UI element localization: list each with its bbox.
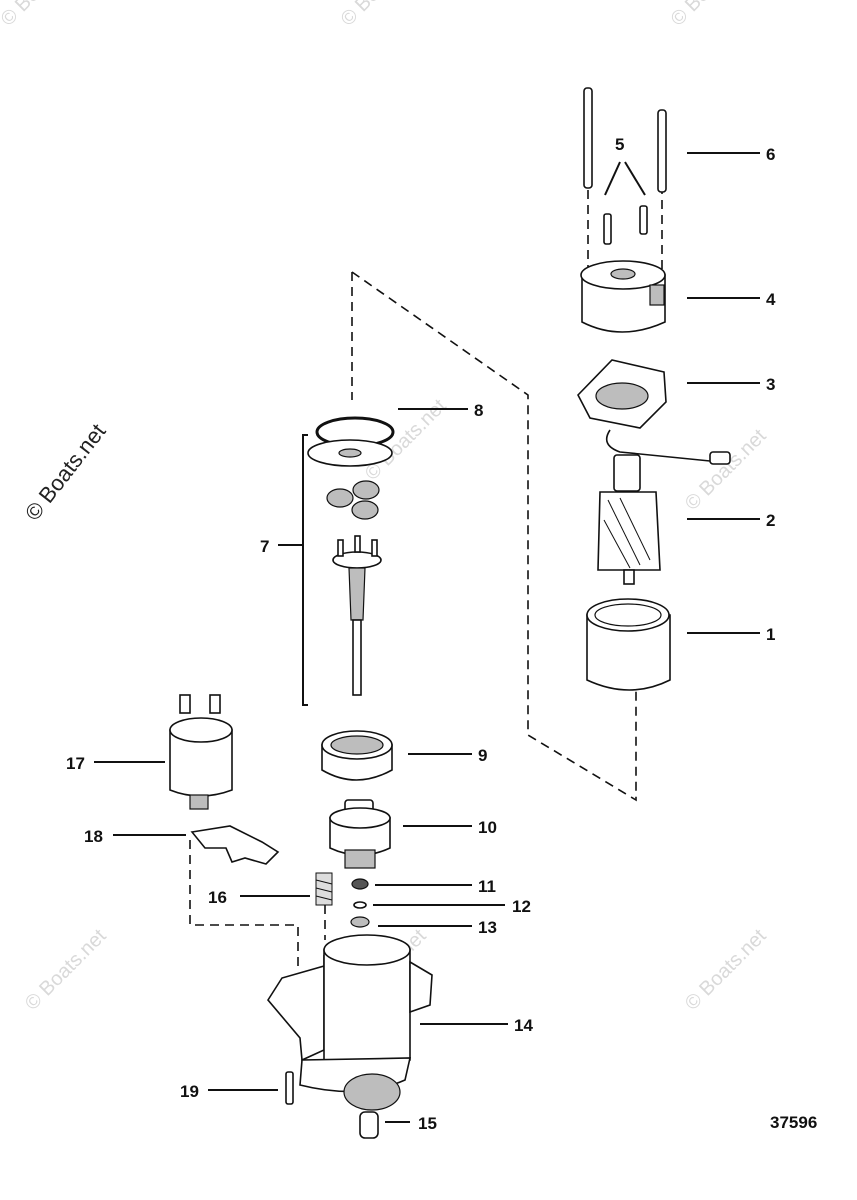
assembly-line bbox=[351, 271, 637, 802]
gear-washer-hole bbox=[338, 448, 362, 458]
solenoid-terminal bbox=[179, 694, 191, 714]
part-drive-assembly bbox=[329, 799, 391, 869]
end-cap-hub bbox=[610, 268, 636, 280]
ring-gear-bore bbox=[330, 735, 384, 755]
part-shift-lever bbox=[190, 825, 280, 865]
drive-pinion bbox=[344, 849, 376, 869]
part-ring-12 bbox=[353, 901, 367, 909]
armature-winding bbox=[607, 499, 641, 566]
end-cap-body bbox=[581, 274, 666, 333]
helical-shaft bbox=[348, 567, 366, 621]
housing-body bbox=[323, 949, 411, 1071]
spring-coil bbox=[315, 879, 333, 885]
brush-plate-center bbox=[595, 382, 649, 410]
planet-gear bbox=[351, 500, 379, 520]
part-armature bbox=[597, 454, 661, 585]
callout-18: 18 bbox=[84, 827, 103, 846]
frame-body bbox=[586, 614, 671, 691]
part-spring bbox=[315, 872, 333, 906]
assembly-lines bbox=[189, 185, 663, 970]
brush-terminal bbox=[709, 451, 731, 465]
leader-line bbox=[624, 161, 646, 196]
housing-end bbox=[343, 1073, 401, 1111]
output-shaft bbox=[352, 619, 362, 696]
part-retainer-11 bbox=[351, 878, 369, 890]
screw bbox=[639, 205, 648, 235]
callout-16: 16 bbox=[208, 888, 227, 907]
through-bolt bbox=[583, 87, 593, 189]
through-bolt bbox=[657, 109, 667, 193]
part-solenoid bbox=[169, 694, 233, 810]
housing-top bbox=[323, 934, 411, 966]
part-through-bolts bbox=[583, 87, 667, 193]
callout-10: 10 bbox=[478, 818, 497, 837]
leader-line bbox=[604, 161, 621, 196]
leader-bracket bbox=[302, 434, 308, 706]
callout-6: 6 bbox=[766, 145, 775, 164]
watermark: © Boats.net bbox=[0, 0, 87, 31]
callout-11: 11 bbox=[478, 877, 496, 896]
carrier-pin bbox=[354, 535, 361, 553]
callout-8: 8 bbox=[474, 401, 483, 420]
screw bbox=[603, 213, 612, 245]
callout-17: 17 bbox=[66, 754, 85, 773]
callout-1: 1 bbox=[766, 625, 775, 644]
armature-core bbox=[597, 491, 661, 571]
part-ring-gear bbox=[321, 730, 393, 781]
callout-4: 4 bbox=[766, 290, 776, 309]
callout-13: 13 bbox=[478, 918, 497, 937]
spring-coil bbox=[315, 895, 333, 901]
part-frame bbox=[586, 598, 671, 691]
housing-flange bbox=[267, 955, 325, 1062]
callout-2: 2 bbox=[766, 511, 775, 530]
part-drive-housing bbox=[267, 934, 433, 1111]
end-cap-tab bbox=[649, 284, 665, 306]
leader-lines bbox=[94, 152, 760, 1123]
spring-coil bbox=[315, 887, 333, 893]
watermark: © Boats.net bbox=[681, 925, 771, 1015]
callout-5: 5 bbox=[615, 135, 624, 154]
callout-7: 7 bbox=[260, 537, 269, 556]
watermark: © Boats.net bbox=[681, 425, 771, 515]
callout-14: 14 bbox=[514, 1016, 533, 1035]
callout-3: 3 bbox=[766, 375, 775, 394]
part-bushing bbox=[359, 1111, 379, 1139]
armature-winding bbox=[619, 497, 651, 561]
carrier-pin bbox=[371, 539, 378, 557]
figure-id: 37596 bbox=[770, 1113, 817, 1132]
callout-labels: 6 5 4 3 2 1 8 7 9 10 11 12 13 14 15 16 1… bbox=[66, 135, 776, 1133]
callout-9: 9 bbox=[478, 746, 487, 765]
brush-lead bbox=[605, 429, 721, 463]
part-brush-plate bbox=[577, 359, 731, 465]
solenoid-terminal bbox=[209, 694, 221, 714]
planet-gear bbox=[326, 488, 354, 508]
watermark: © Boats.net bbox=[21, 925, 111, 1015]
solenoid-cap bbox=[169, 717, 233, 743]
part-screws bbox=[603, 205, 648, 245]
part-housing-screw bbox=[285, 1071, 294, 1105]
callout-19: 19 bbox=[180, 1082, 199, 1101]
callout-15: 15 bbox=[418, 1114, 437, 1133]
watermark: © Boats.net bbox=[337, 0, 427, 31]
watermark-main: © Boats.net bbox=[20, 419, 111, 525]
drive-clutch-top bbox=[329, 807, 391, 829]
armature-commutator bbox=[613, 454, 641, 492]
part-planetary-gear-set bbox=[307, 439, 393, 696]
callout-12: 12 bbox=[512, 897, 531, 916]
solenoid-plunger bbox=[189, 794, 209, 810]
armature-winding bbox=[603, 519, 631, 569]
watermark: © Boats.net bbox=[667, 0, 757, 31]
assembly-line bbox=[189, 840, 299, 970]
planet-gear bbox=[352, 480, 380, 500]
housing-ear bbox=[409, 960, 433, 1014]
armature-shaft bbox=[623, 569, 635, 585]
part-collar-13 bbox=[350, 916, 370, 928]
carrier-pin bbox=[337, 539, 344, 557]
frame-bore bbox=[594, 603, 662, 627]
part-end-cap bbox=[580, 260, 666, 333]
